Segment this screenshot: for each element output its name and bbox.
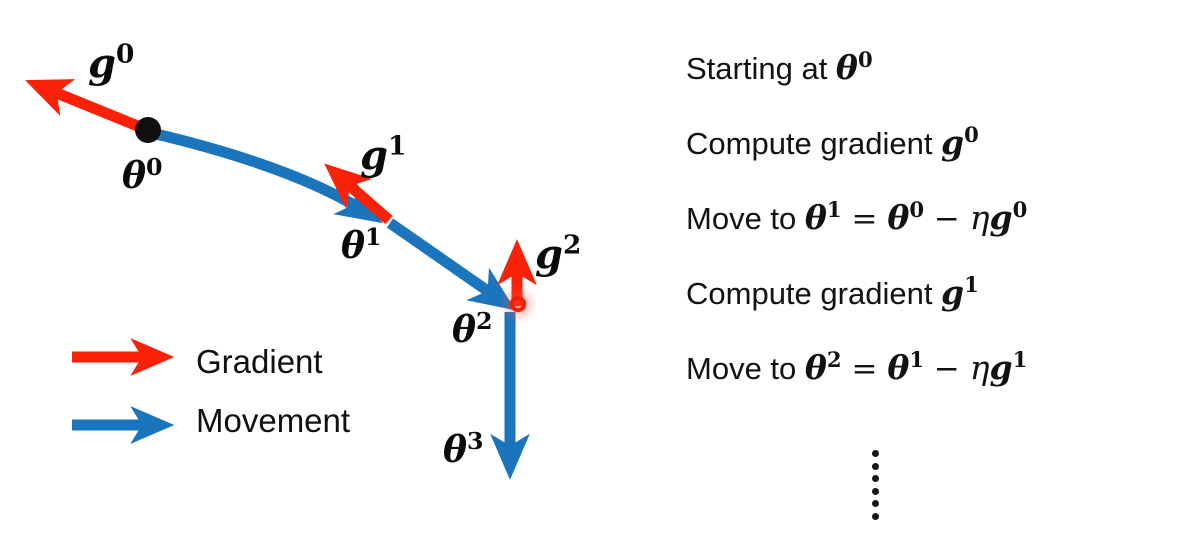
step-text: Move to	[686, 201, 805, 236]
eta-symbol: η	[969, 198, 990, 237]
label-g1: g1	[360, 130, 407, 179]
gradient-arrow-g0	[25, 79, 153, 137]
step-text: Starting at	[686, 51, 836, 86]
equation-rhs-symbol: θ1	[887, 347, 925, 387]
gradient-arrow-g1	[324, 163, 393, 225]
point-marker-theta2-glow	[498, 284, 538, 324]
legend-label-movement: Movement	[196, 402, 351, 439]
equals-sign: =	[851, 351, 878, 387]
label-g2: g2	[535, 229, 582, 278]
label-g0: g0	[88, 38, 135, 87]
step-symbol: θ2	[804, 347, 842, 387]
equation-gradient-symbol: g1	[989, 347, 1028, 387]
eta-symbol: η	[969, 348, 990, 387]
point-marker-theta2-ring	[509, 295, 527, 313]
point-marker-theta0	[135, 117, 161, 143]
legend-label-gradient: Gradient	[196, 343, 323, 380]
step-symbol: g1	[941, 272, 979, 312]
vertical-ellipsis-icon	[866, 450, 884, 520]
step-move-to-theta1: Move to θ1 = θ0 − ηg0	[686, 196, 1156, 271]
equation-gradient-symbol: g0	[989, 197, 1028, 237]
equation-rhs-symbol: θ0	[887, 197, 925, 237]
step-compute-gradient-g0: Compute gradient g0	[686, 121, 1156, 196]
ellipsis-dot	[871, 487, 879, 495]
label-theta1: θ1	[341, 223, 382, 267]
minus-sign: −	[933, 201, 960, 237]
step-symbol: g0	[941, 122, 979, 162]
step-symbol: θ0	[835, 47, 873, 87]
movement-arrow-theta1-to-theta2	[386, 218, 516, 311]
label-theta0: θ0	[122, 153, 163, 197]
label-theta3: θ3	[443, 427, 484, 471]
ellipsis-dot	[871, 475, 879, 483]
equals-sign: =	[851, 201, 878, 237]
step-symbol: θ1	[804, 197, 842, 237]
step-move-to-theta2: Move to θ2 = θ1 − ηg1	[686, 346, 1156, 421]
ellipsis-dot	[871, 512, 879, 520]
label-theta2: θ2	[452, 307, 493, 351]
ellipsis-dot	[871, 450, 879, 457]
step-text: Compute gradient	[686, 276, 942, 311]
step-text: Move to	[686, 351, 805, 386]
step-text: Compute gradient	[686, 126, 942, 161]
step-starting-at: Starting at θ0	[686, 46, 1156, 121]
ellipsis-dot	[871, 462, 879, 470]
ellipsis-dot	[871, 500, 879, 508]
step-compute-gradient-g1: Compute gradient g1	[686, 271, 1156, 346]
minus-sign: −	[933, 351, 960, 387]
algorithm-steps-list: Starting at θ0 Compute gradient g0 Move …	[686, 46, 1156, 421]
